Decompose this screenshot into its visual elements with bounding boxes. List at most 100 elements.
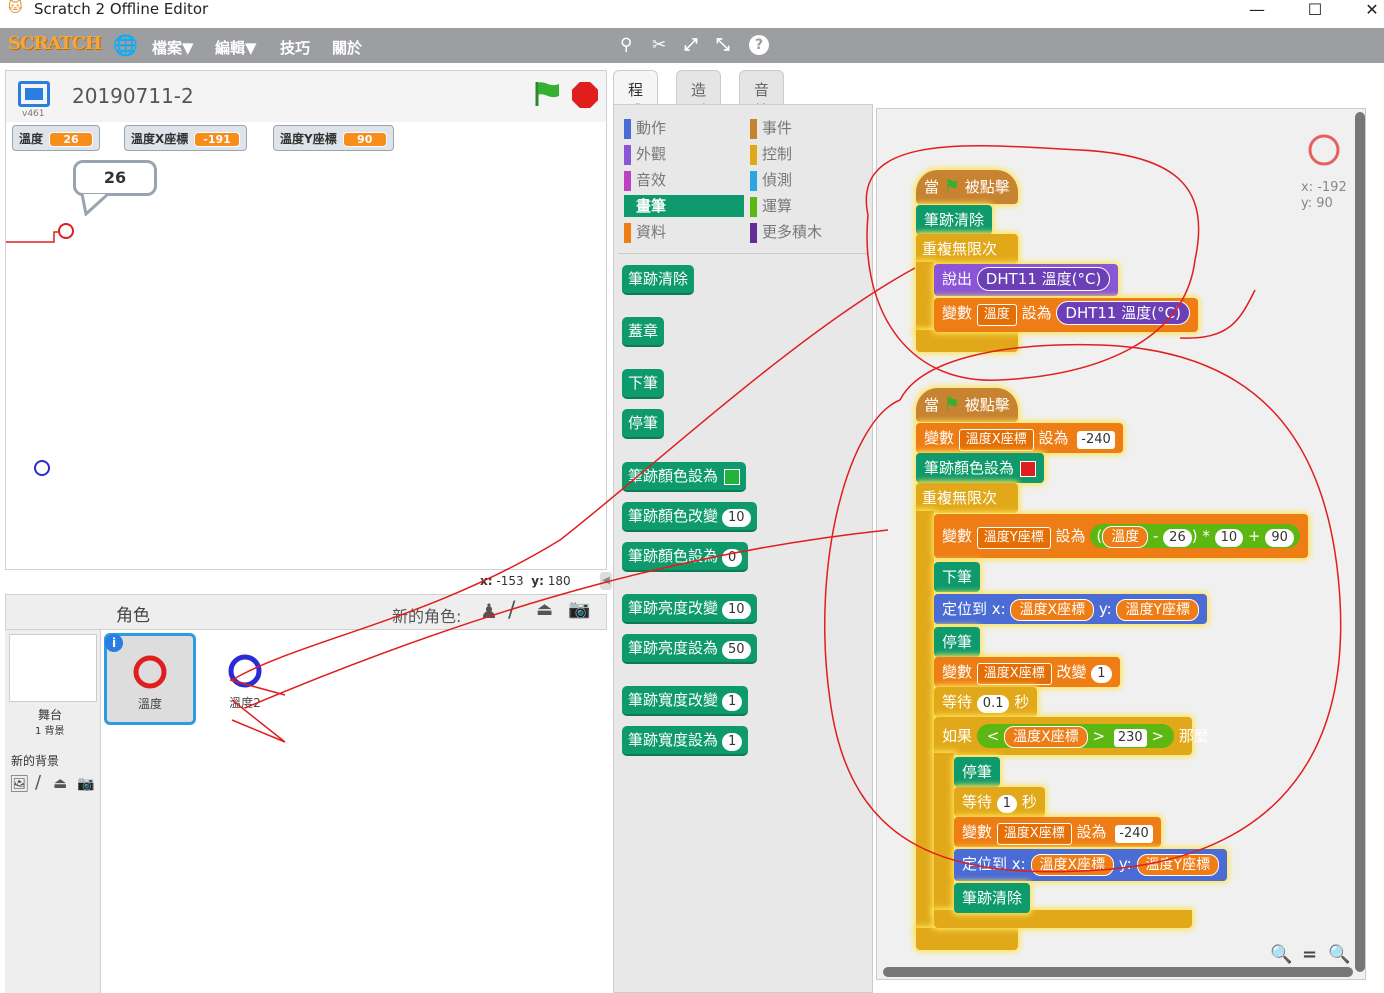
- category-sensing[interactable]: 偵測: [750, 169, 865, 191]
- block-set-y[interactable]: 變數 溫度Y座標 設為 (溫度 - 26) * 10 + 90: [934, 514, 1308, 558]
- category-sound[interactable]: 音效: [624, 169, 744, 191]
- menu-file[interactable]: 檔案▼: [152, 39, 194, 57]
- category-looks[interactable]: 外觀: [624, 143, 744, 165]
- block-set-x-2[interactable]: 變數 溫度X座標 設為 -240: [954, 817, 1161, 847]
- sprite-name: 溫度2: [229, 696, 261, 710]
- hat-when-flag-clicked-2[interactable]: 當 ⚑ 被點擊: [916, 388, 1018, 422]
- sprite-thumb-temp2[interactable]: 溫度2: [199, 633, 291, 725]
- block-pen-up-2[interactable]: 停筆: [954, 757, 1001, 787]
- help-icon[interactable]: ?: [749, 35, 769, 55]
- category-control[interactable]: 控制: [750, 143, 865, 165]
- block-clear-2[interactable]: 筆跡清除: [954, 883, 1031, 913]
- category-list-right: 事件 控制 偵測 運算 更多積木: [750, 117, 865, 243]
- category-more-blocks[interactable]: 更多積木: [750, 221, 865, 243]
- palette-block-pen-down[interactable]: 下筆: [622, 369, 665, 399]
- variable-dropdown[interactable]: 溫度: [976, 304, 1017, 326]
- info-icon[interactable]: i: [105, 634, 123, 652]
- color-swatch[interactable]: [1020, 460, 1037, 477]
- current-sprite-icon: [1308, 134, 1340, 166]
- palette-block-pen-up[interactable]: 停筆: [622, 409, 665, 439]
- script-horizontal-scrollbar[interactable]: [883, 967, 1353, 977]
- block-set-pen-color[interactable]: 筆跡顏色設為: [916, 453, 1045, 483]
- zoom-reset-icon[interactable]: =: [1302, 944, 1318, 965]
- forever-arm-2: [916, 511, 934, 931]
- monitor-label: 溫度X座標: [131, 132, 189, 146]
- sprite-thumb-temp[interactable]: i 溫度: [104, 633, 196, 725]
- minimize-icon[interactable]: —: [1249, 0, 1265, 19]
- duplicate-icon[interactable]: ⚲: [620, 35, 633, 55]
- block-goto-xy-2[interactable]: 定位到 x: 溫度X座標 y: 溫度Y座標: [954, 849, 1228, 881]
- dht11-reporter[interactable]: DHT11 溫度(°C): [976, 267, 1111, 291]
- shrink-icon[interactable]: ⤡: [716, 35, 730, 55]
- zoom-out-icon[interactable]: 🔍: [1270, 944, 1293, 965]
- tab-costumes[interactable]: 造型: [676, 70, 722, 120]
- menu-tips[interactable]: 技巧: [280, 39, 311, 57]
- stage-thumbnail[interactable]: [9, 634, 97, 702]
- palette-block-stamp[interactable]: 蓋章: [622, 317, 665, 347]
- forever-label-2: 重複無限次: [922, 489, 998, 507]
- upload-sprite-icon[interactable]: ⏏: [536, 599, 554, 620]
- collapse-stage-icon[interactable]: ◀: [600, 572, 612, 590]
- category-data[interactable]: 資料: [624, 221, 744, 243]
- block-change-x[interactable]: 變數 溫度X座標 改變 1: [934, 657, 1120, 687]
- operator-expression[interactable]: (溫度 - 26) * 10 + 90: [1090, 524, 1300, 548]
- category-pen[interactable]: 畫筆: [624, 195, 744, 217]
- sprite-library-icon[interactable]: ♟: [480, 599, 498, 623]
- paint-backdrop-icon[interactable]: /: [35, 772, 42, 793]
- palette-block-clear[interactable]: 筆跡清除: [622, 265, 695, 295]
- paint-sprite-icon[interactable]: /: [508, 598, 516, 623]
- block-set-x[interactable]: 變數 溫度X座標 設為 -240: [916, 423, 1123, 453]
- block-pen-down[interactable]: 下筆: [934, 562, 981, 592]
- dht11-reporter-2[interactable]: DHT11 溫度(°C): [1056, 301, 1190, 325]
- camera-sprite-icon[interactable]: 📷: [568, 599, 591, 620]
- project-title[interactable]: 20190711-2: [72, 84, 194, 108]
- category-operators[interactable]: 運算: [750, 195, 865, 217]
- script-vertical-scrollbar[interactable]: [1355, 112, 1365, 972]
- block-say[interactable]: 說出 DHT11 溫度(°C): [934, 264, 1119, 296]
- backdrop-library-icon[interactable]: 🖼: [9, 774, 30, 793]
- block-clear-1[interactable]: 筆跡清除: [916, 205, 993, 235]
- pen-trail: [6, 223, 74, 243]
- palette-divider: [618, 253, 868, 254]
- block-set-temp[interactable]: 變數 溫度 設為 DHT11 溫度(°C): [934, 298, 1198, 332]
- palette-block-set-pen-color-swatch[interactable]: 筆跡顏色設為: [622, 462, 747, 492]
- sprite-name: 溫度: [137, 697, 162, 711]
- zoom-in-icon[interactable]: 🔍: [1328, 944, 1351, 965]
- block-goto-xy[interactable]: 定位到 x: 溫度X座標 y: 溫度Y座標: [934, 594, 1208, 624]
- forever-label-1: 重複無限次: [922, 240, 998, 258]
- block-pen-up[interactable]: 停筆: [934, 627, 981, 657]
- tab-sounds[interactable]: 音效: [739, 70, 785, 120]
- color-swatch[interactable]: [724, 468, 741, 485]
- hat-when-flag-clicked-1[interactable]: 當 ⚑ 被點擊: [916, 170, 1018, 204]
- camera-backdrop-icon[interactable]: 📷: [77, 776, 95, 792]
- grow-icon[interactable]: ⤢: [684, 35, 698, 55]
- menu-edit[interactable]: 編輯▼: [215, 39, 257, 57]
- menu-about[interactable]: 關於: [332, 39, 363, 57]
- category-events[interactable]: 事件: [750, 117, 865, 139]
- globe-icon[interactable]: 🌐: [113, 33, 138, 57]
- fullscreen-icon[interactable]: [18, 81, 50, 107]
- upload-backdrop-icon[interactable]: ⏏: [53, 774, 68, 792]
- scratch-cat-icon: 🐱: [8, 0, 23, 16]
- scratch-logo[interactable]: SCRATCH: [8, 33, 102, 54]
- close-icon[interactable]: ✕: [1365, 0, 1379, 19]
- block-wait-2[interactable]: 等待 1 秒: [954, 787, 1045, 817]
- delete-icon[interactable]: ✂: [652, 35, 667, 55]
- tab-scripts[interactable]: 程式: [613, 70, 659, 120]
- stage-header: 20190711-2 v461: [5, 70, 607, 122]
- sprite-blue-circle[interactable]: [32, 458, 52, 478]
- category-motion[interactable]: 動作: [624, 117, 744, 139]
- green-flag-icon[interactable]: [533, 80, 561, 108]
- if-arm: [934, 753, 954, 913]
- maximize-icon[interactable]: ☐: [1307, 0, 1323, 19]
- sprites-header: 角色 新的角色: ♟ / ⏏ 📷: [5, 594, 607, 630]
- stop-icon[interactable]: [572, 82, 598, 108]
- block-wait-1[interactable]: 等待 0.1 秒: [934, 687, 1038, 717]
